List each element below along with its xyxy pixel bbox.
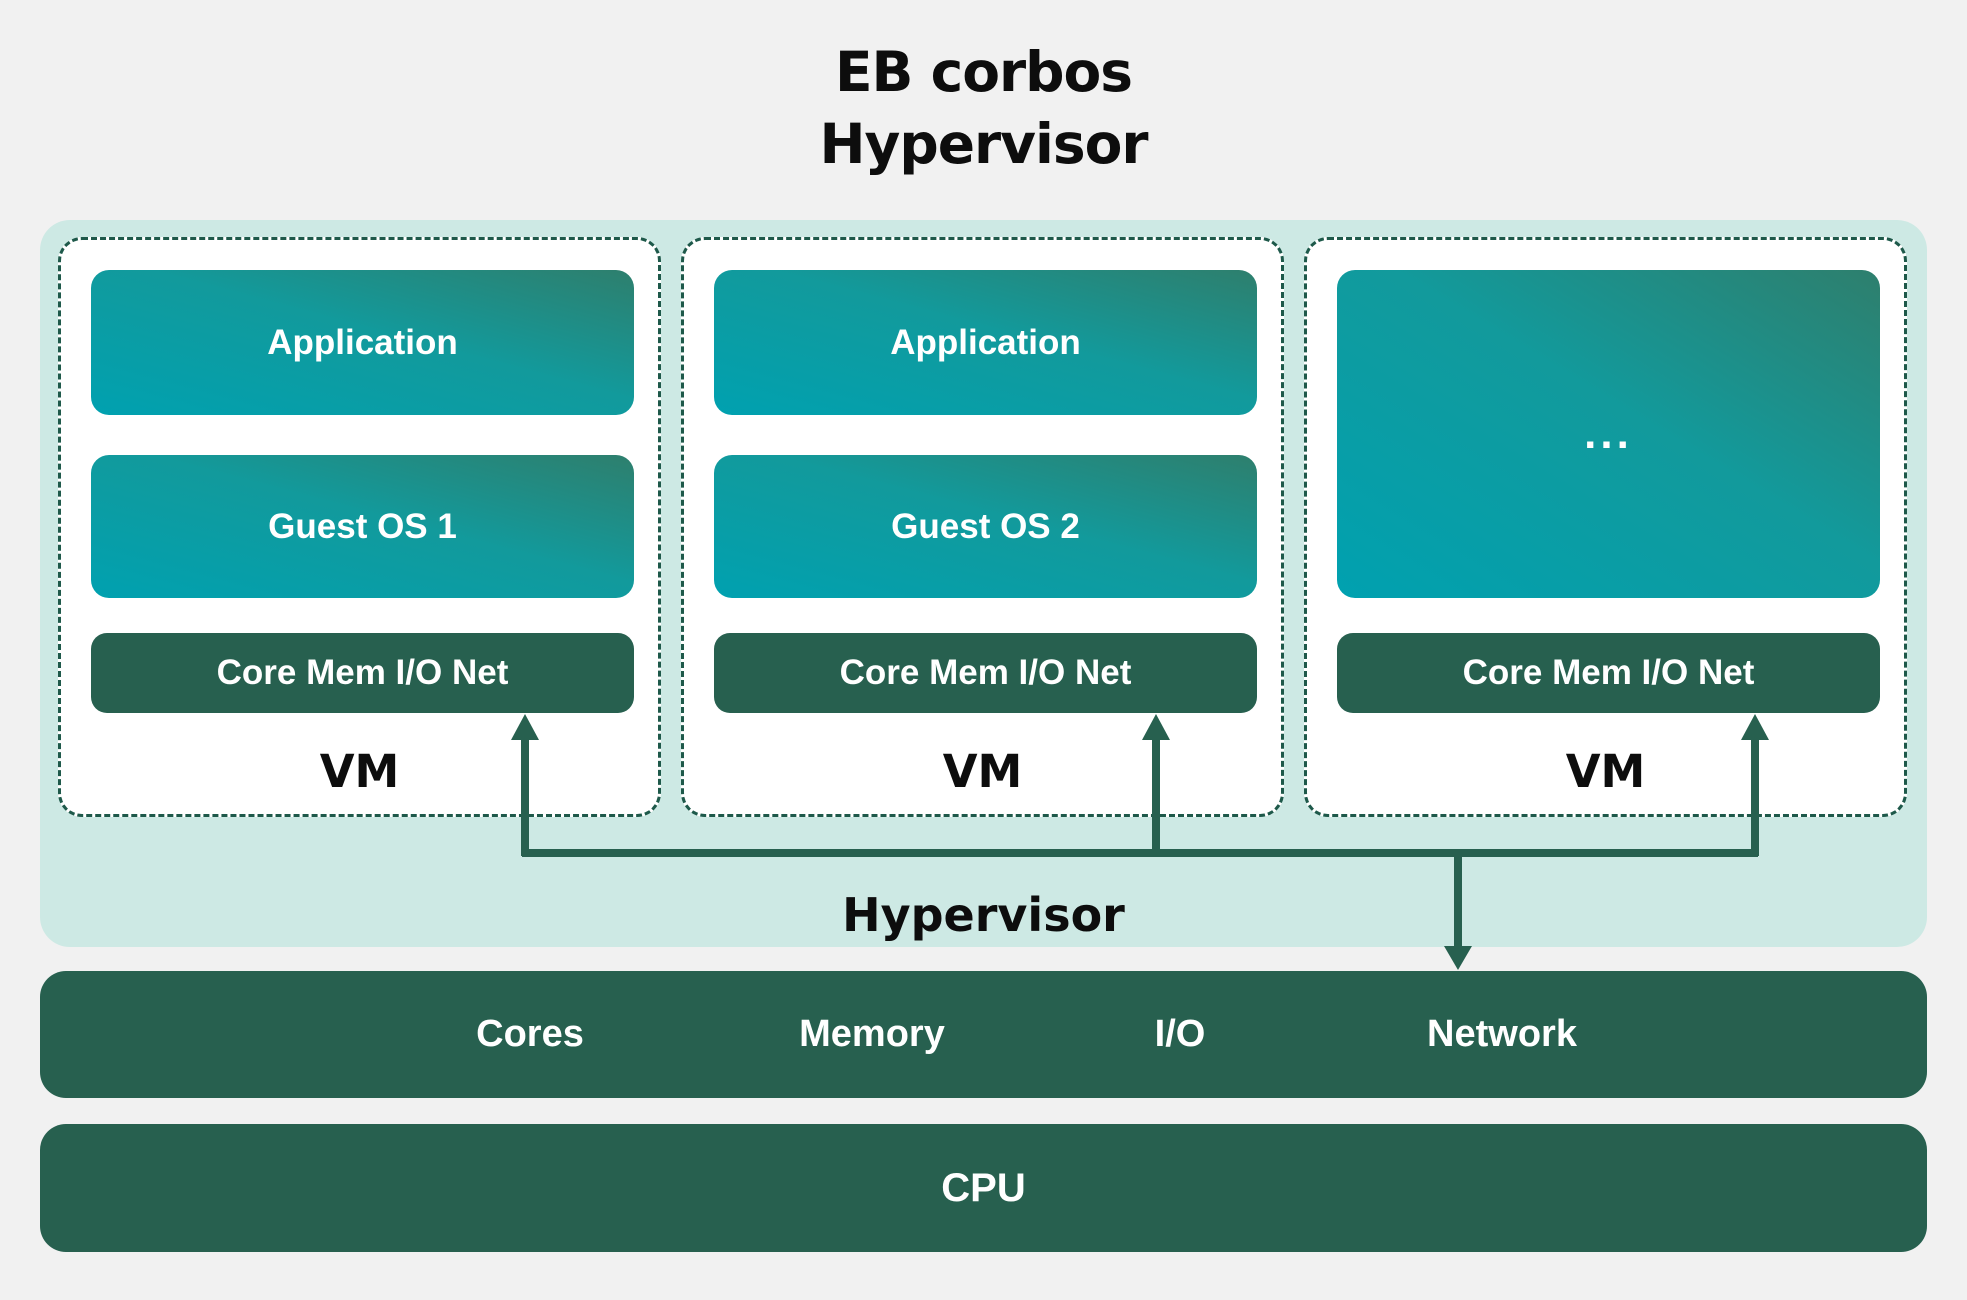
arrow-hardware-head-icon xyxy=(1444,946,1472,970)
cpu-bar: CPU xyxy=(40,1124,1927,1252)
core-resources-label-1: Core Mem I/O Net xyxy=(216,653,509,692)
guest-os-box-2: Guest OS 2 xyxy=(714,455,1257,598)
hypervisor-container: Application Guest OS 1 Core Mem I/O Net … xyxy=(40,220,1927,947)
vm-box-1: Application Guest OS 1 Core Mem I/O Net … xyxy=(58,237,661,817)
cpu-label: CPU xyxy=(941,1165,1026,1210)
application-box-1: Application xyxy=(91,270,634,415)
guest-os-label-2: Guest OS 2 xyxy=(891,506,1080,546)
diagram-title-line2: Hypervisor xyxy=(819,112,1148,176)
vm-box-2: Application Guest OS 2 Core Mem I/O Net … xyxy=(681,237,1284,817)
vm-box-3: ... Core Mem I/O Net VM xyxy=(1304,237,1907,817)
diagram-title-line1: EB corbos xyxy=(834,40,1133,104)
vm-label-2: VM xyxy=(942,745,1023,798)
application-label-1: Application xyxy=(267,322,458,362)
hardware-bar: Cores Memory I/O Network xyxy=(40,971,1927,1098)
application-box-2: Application xyxy=(714,270,1257,415)
hardware-label-memory: Memory xyxy=(799,1013,945,1055)
guest-os-label-1: Guest OS 1 xyxy=(268,506,457,546)
core-resources-label-2: Core Mem I/O Net xyxy=(839,653,1132,692)
core-resources-label-3: Core Mem I/O Net xyxy=(1462,653,1755,692)
hardware-label-cores: Cores xyxy=(476,1013,584,1055)
hardware-label-network: Network xyxy=(1427,1013,1577,1055)
core-resources-box-2: Core Mem I/O Net xyxy=(714,633,1257,713)
vm-label-3: VM xyxy=(1565,745,1646,798)
application-label-2: Application xyxy=(890,322,1081,362)
guest-os-box-1: Guest OS 1 xyxy=(91,455,634,598)
hardware-label-io: I/O xyxy=(1154,1013,1206,1055)
core-resources-box-1: Core Mem I/O Net xyxy=(91,633,634,713)
more-vms-box: ... xyxy=(1337,270,1880,598)
hypervisor-label: Hypervisor xyxy=(842,888,1125,942)
ellipsis-label: ... xyxy=(1584,409,1633,458)
diagram-title: EB corbos Hypervisor xyxy=(0,36,1967,180)
vm-label-1: VM xyxy=(319,745,400,798)
core-resources-box-3: Core Mem I/O Net xyxy=(1337,633,1880,713)
